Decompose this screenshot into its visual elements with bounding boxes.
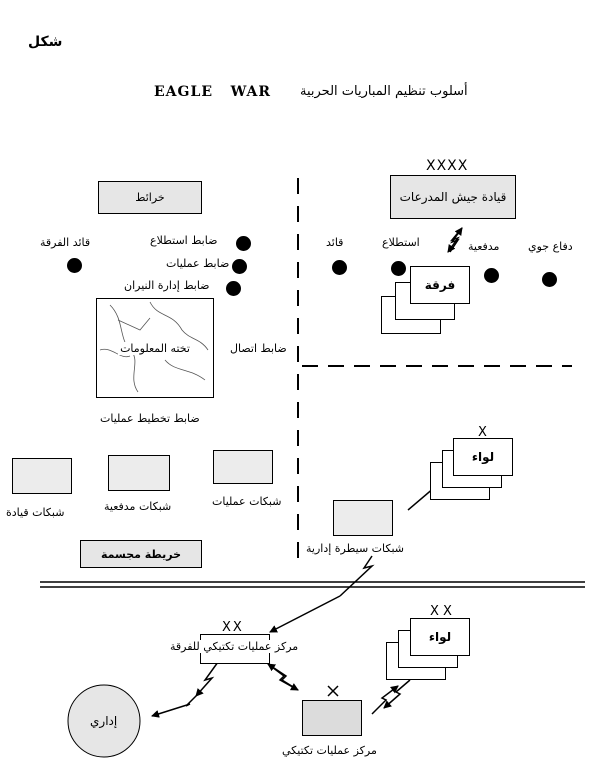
command-nets-box: [12, 458, 72, 494]
title-english: EAGLE WAR: [154, 84, 271, 100]
title-arabic: أسلوب تنظيم المباريات الحربية: [300, 84, 468, 99]
division-commander-dot: [67, 258, 82, 273]
admin-label: إداري: [90, 714, 118, 728]
maps-box-label: خرائط: [135, 191, 165, 204]
brigade-echelon-upper: X: [478, 425, 487, 440]
figure-label: شكل: [28, 34, 63, 50]
ops-nets-box: [213, 450, 273, 484]
artillery-nets-label: شبكات مدفعية: [104, 500, 172, 513]
brigade-echelon-lower: X X: [430, 604, 452, 619]
tac-ops-box: [302, 700, 362, 736]
brigade-label-lower: لواء: [428, 630, 452, 644]
army-hq-box: قيادة جيش المدرعات: [390, 175, 516, 219]
network-zigzags: [19, 457, 377, 528]
recon-officer-label: ضابط استطلاع: [150, 234, 218, 247]
recon-officer-dot: [236, 236, 251, 251]
ops-officer-label: ضابط عمليات: [166, 257, 230, 270]
air-defense-label: دفاع جوي: [528, 240, 573, 253]
recon-dot: [391, 261, 406, 276]
tac-ops-x-mark: [327, 685, 339, 697]
relief-map-label: خريطة مجسمة: [100, 547, 182, 561]
info-board-label: تخته المعلومات: [118, 341, 192, 355]
air-defense-dot: [542, 272, 557, 287]
communication-arrows: [151, 227, 463, 718]
artillery-nets-box: [108, 455, 170, 491]
commander-label: قائد: [326, 236, 344, 249]
fire-officer-dot: [226, 281, 241, 296]
ops-nets-label: شبكات عمليات: [212, 495, 282, 508]
division-label: فرقة: [424, 278, 456, 292]
ops-officer-dot: [232, 259, 247, 274]
brigade-label-upper: لواء: [471, 450, 495, 464]
info-board: تخته المعلومات: [96, 298, 214, 398]
brigade-box-upper: لواء: [453, 438, 513, 476]
army-hq-echelon: XXXX: [426, 158, 469, 174]
command-nets-label: شبكات قيادة: [6, 506, 65, 519]
admin-control-nets-box: [333, 500, 393, 536]
fire-officer-label: ضابط إدارة النيران: [124, 279, 210, 292]
ops-planning-officer-label: ضابط تخطيط عمليات: [100, 412, 200, 425]
brigade-box-lower: لواء: [410, 618, 470, 656]
artillery-label: مدفعية: [468, 240, 500, 253]
army-hq-label: قيادة جيش المدرعات: [399, 190, 507, 204]
division-commander-label: قائد الفرقة: [40, 236, 91, 249]
relief-map-box: خريطة مجسمة: [80, 540, 202, 568]
division-box: فرقة: [410, 266, 470, 304]
admin-circle: [67, 684, 141, 758]
admin-control-nets-label: شبكات سيطرة إدارية: [306, 542, 404, 555]
div-tac-ops-label: مركز عمليات تكتيكي للفرقة: [170, 640, 299, 653]
maps-box: خرائط: [98, 181, 202, 214]
comms-officer-label: ضابط اتصال: [230, 342, 287, 355]
commander-dot: [332, 260, 347, 275]
div-tac-ops-echelon: XX: [222, 620, 244, 635]
recon-label: استطلاع: [382, 236, 420, 249]
tac-ops-label: مركز عمليات تكتيكي: [282, 744, 377, 757]
artillery-dot: [484, 268, 499, 283]
